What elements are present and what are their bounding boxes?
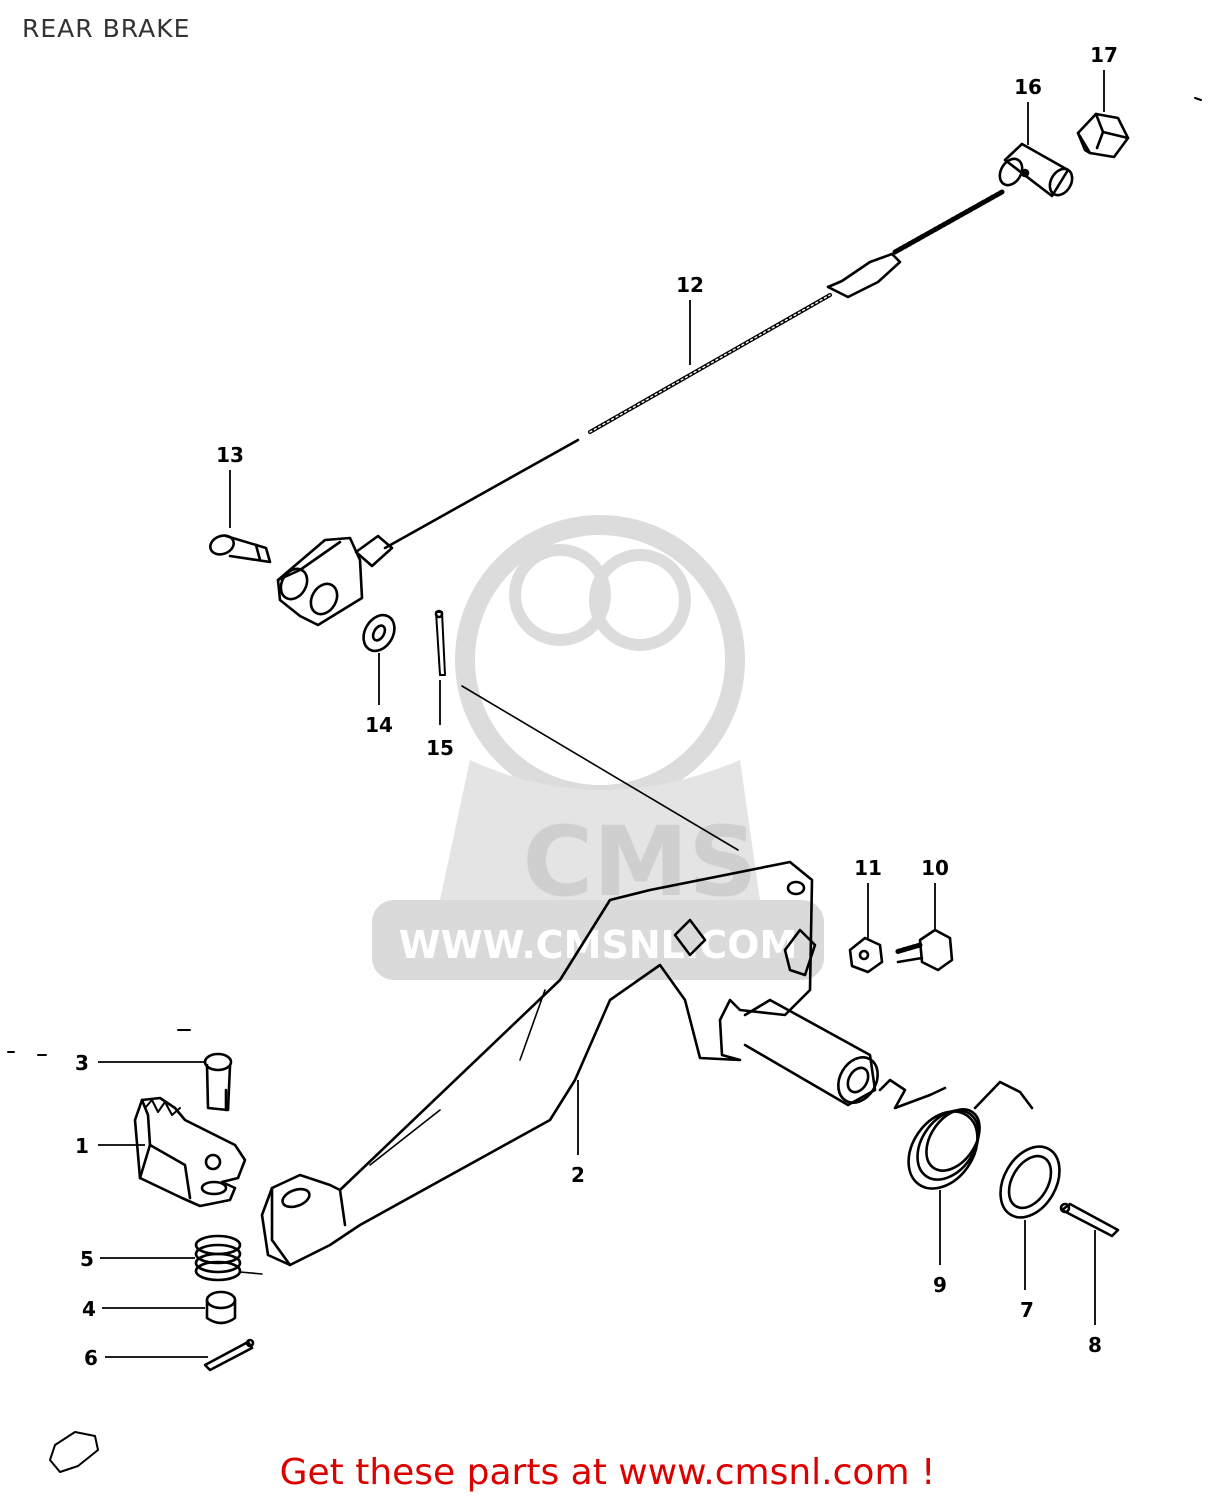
part-10-bolt	[893, 928, 954, 972]
callout-6: 6	[84, 1346, 98, 1370]
part-6-cotter-pin	[203, 1338, 255, 1372]
callout-16: 16	[1014, 75, 1042, 99]
part-16-joint	[998, 142, 1074, 198]
watermark-brand: CMS	[522, 806, 757, 918]
leader-15-to-pedal	[461, 685, 739, 851]
part-3-pin	[203, 1052, 233, 1112]
callout-1: 1	[75, 1134, 89, 1158]
page-title: REAR BRAKE	[22, 14, 191, 43]
callout-4: 4	[82, 1297, 96, 1321]
callout-13: 13	[216, 443, 244, 467]
callout-12: 12	[676, 273, 704, 297]
callout-15: 15	[426, 736, 454, 760]
footer-parts-link[interactable]: Get these parts at www.cmsnl.com !	[279, 1452, 936, 1493]
callout-7: 7	[1020, 1298, 1034, 1322]
part-14-washer	[362, 613, 396, 653]
part-15-cotter-pin	[434, 609, 446, 676]
callout-10: 10	[921, 856, 949, 880]
part-2-pivot-shaft	[743, 998, 879, 1107]
part-8-cotter-pin	[1059, 1202, 1120, 1238]
part-2-brake-pedal	[260, 860, 817, 1267]
part-11-nut	[848, 936, 884, 974]
callout-14: 14	[365, 713, 393, 737]
part-1-pedal-tip	[133, 1096, 247, 1208]
callout-labels: 17 16 12 13 14 15 11 10 3 1 2 5 4 6 9 7 …	[75, 43, 1118, 1370]
callout-9: 9	[933, 1273, 947, 1297]
cms-watermark: CMS WWW.CMSNL.COM	[372, 515, 824, 980]
part-4-cap	[205, 1290, 237, 1325]
callout-leaders	[98, 70, 1105, 1358]
callout-3: 3	[75, 1051, 89, 1075]
part-17-nut	[1076, 112, 1130, 159]
callout-2: 2	[571, 1163, 585, 1187]
part-7-washer	[999, 1145, 1061, 1219]
watermark-site: WWW.CMSNL.COM	[399, 923, 798, 967]
parts-drawing	[7, 97, 1202, 1473]
callout-17: 17	[1090, 43, 1118, 67]
part-5-spring	[194, 1234, 263, 1282]
callout-5: 5	[80, 1247, 94, 1271]
part-13-pin	[209, 534, 272, 564]
callout-8: 8	[1088, 1333, 1102, 1357]
part-12-clevis	[276, 534, 394, 627]
part-9-spring	[878, 1078, 1034, 1190]
edge-fragment	[49, 1431, 99, 1473]
callout-11: 11	[854, 856, 882, 880]
part-12-rod	[383, 189, 1005, 550]
